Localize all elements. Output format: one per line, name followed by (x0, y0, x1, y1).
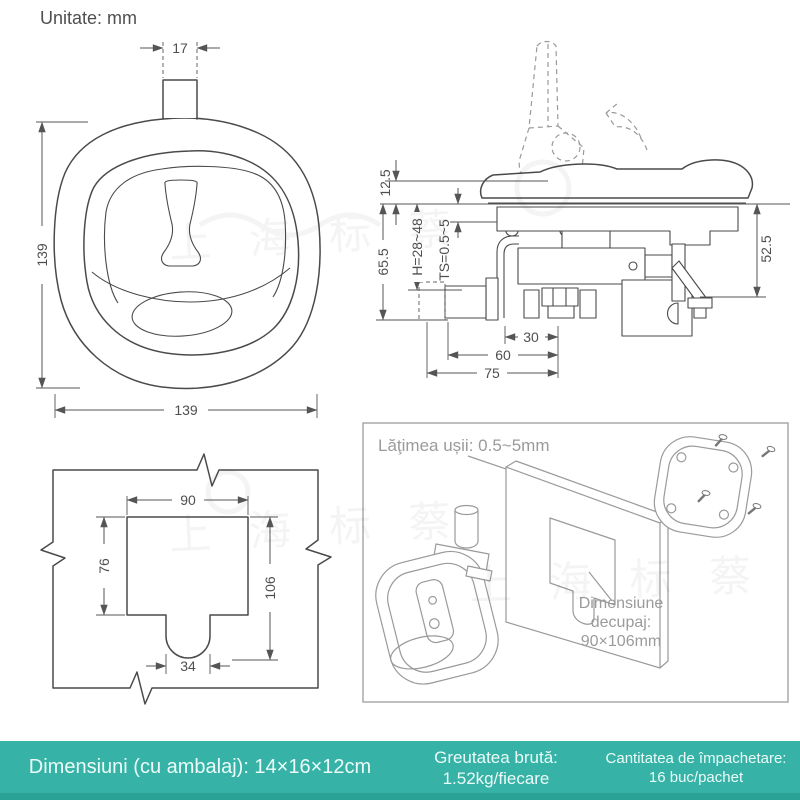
pack-quantity-label: Cantitatea de împachetare: 16 buc/pachet (592, 741, 800, 800)
footer-bar: Dimensiuni (cu ambalaj): 14×16×12cm Greu… (0, 741, 800, 800)
door-panel (505, 460, 669, 669)
dim-overall-height: 65.5 (375, 248, 391, 275)
dim-30: 30 (523, 329, 539, 345)
cutout-size-label-line2: decupaj: (591, 614, 652, 631)
install-view: Lăţimea ușii: 0.5~5mm (362, 422, 789, 703)
dim-75: 75 (484, 365, 500, 381)
unit-label: Unitate: mm (40, 8, 138, 28)
pack-quantity-line1: Cantitatea de împachetare: (605, 749, 787, 767)
package-dimensions-label: Dimensiuni (cu ambalaj): 14×16×12cm (0, 741, 400, 800)
gross-weight-line1: Greutatea brută: (434, 747, 558, 767)
footer-accent-strip (0, 793, 800, 800)
dim-tab-width: 17 (172, 40, 188, 56)
dim-lid-height: 12.5 (377, 169, 393, 196)
package-dimensions-value: Dimensiuni (cu ambalaj): 14×16×12cm (28, 756, 372, 778)
cutout-size-label-line1: Dimensiune (579, 595, 664, 612)
dim-notch-width: 34 (180, 658, 196, 674)
gross-weight-line2: 1.52kg/fiecare (442, 768, 550, 788)
dim-body-depth: 52.5 (758, 235, 774, 262)
door-panel-cutout (549, 517, 616, 625)
side-view: 12.5 65.5 H=28~48 TS=0.5~5 52.5 (375, 40, 790, 381)
dim-panel-thickness: TS=0.5~5 (436, 219, 452, 281)
back-frame (653, 436, 753, 538)
dim-cutout-width: 90 (180, 492, 196, 508)
side-view-dimensions: 12.5 65.5 H=28~48 TS=0.5~5 52.5 (375, 160, 774, 381)
cutout-view: 90 76 106 34 (40, 453, 332, 705)
cutout-size-label-line3: 90×106mm (581, 633, 662, 650)
front-view: 17 139 139 (34, 40, 321, 418)
dim-60: 60 (495, 347, 511, 363)
cutout-shape (126, 516, 249, 659)
latch-top-tab (162, 79, 198, 120)
cutout-view-dimensions: 90 76 106 34 (96, 492, 278, 674)
dim-cutout-total-height: 106 (262, 576, 278, 600)
dim-cutout-upper-height: 76 (96, 558, 112, 574)
watermark-text: 上海标蔡 (469, 551, 790, 609)
rotate-arrow-icon (605, 102, 648, 151)
technical-drawing: 12.5 65.5 H=28~48 TS=0.5~5 52.5 (34, 40, 790, 705)
dim-front-height: 139 (34, 243, 50, 267)
latch-side-body (380, 159, 790, 337)
dim-front-width: 139 (174, 402, 198, 418)
pack-quantity-line2: 16 buc/pachet (648, 768, 744, 786)
dim-handle-range: H=28~48 (409, 218, 425, 276)
latch-grip (160, 179, 202, 267)
latch-assembly-3d (375, 504, 499, 685)
door-thickness-label: Lăţimea ușii: 0.5~5mm (378, 436, 550, 455)
gross-weight-label: Greutatea brută: 1.52kg/fiecare (400, 741, 592, 800)
front-view-dimensions: 17 139 139 (34, 40, 318, 418)
